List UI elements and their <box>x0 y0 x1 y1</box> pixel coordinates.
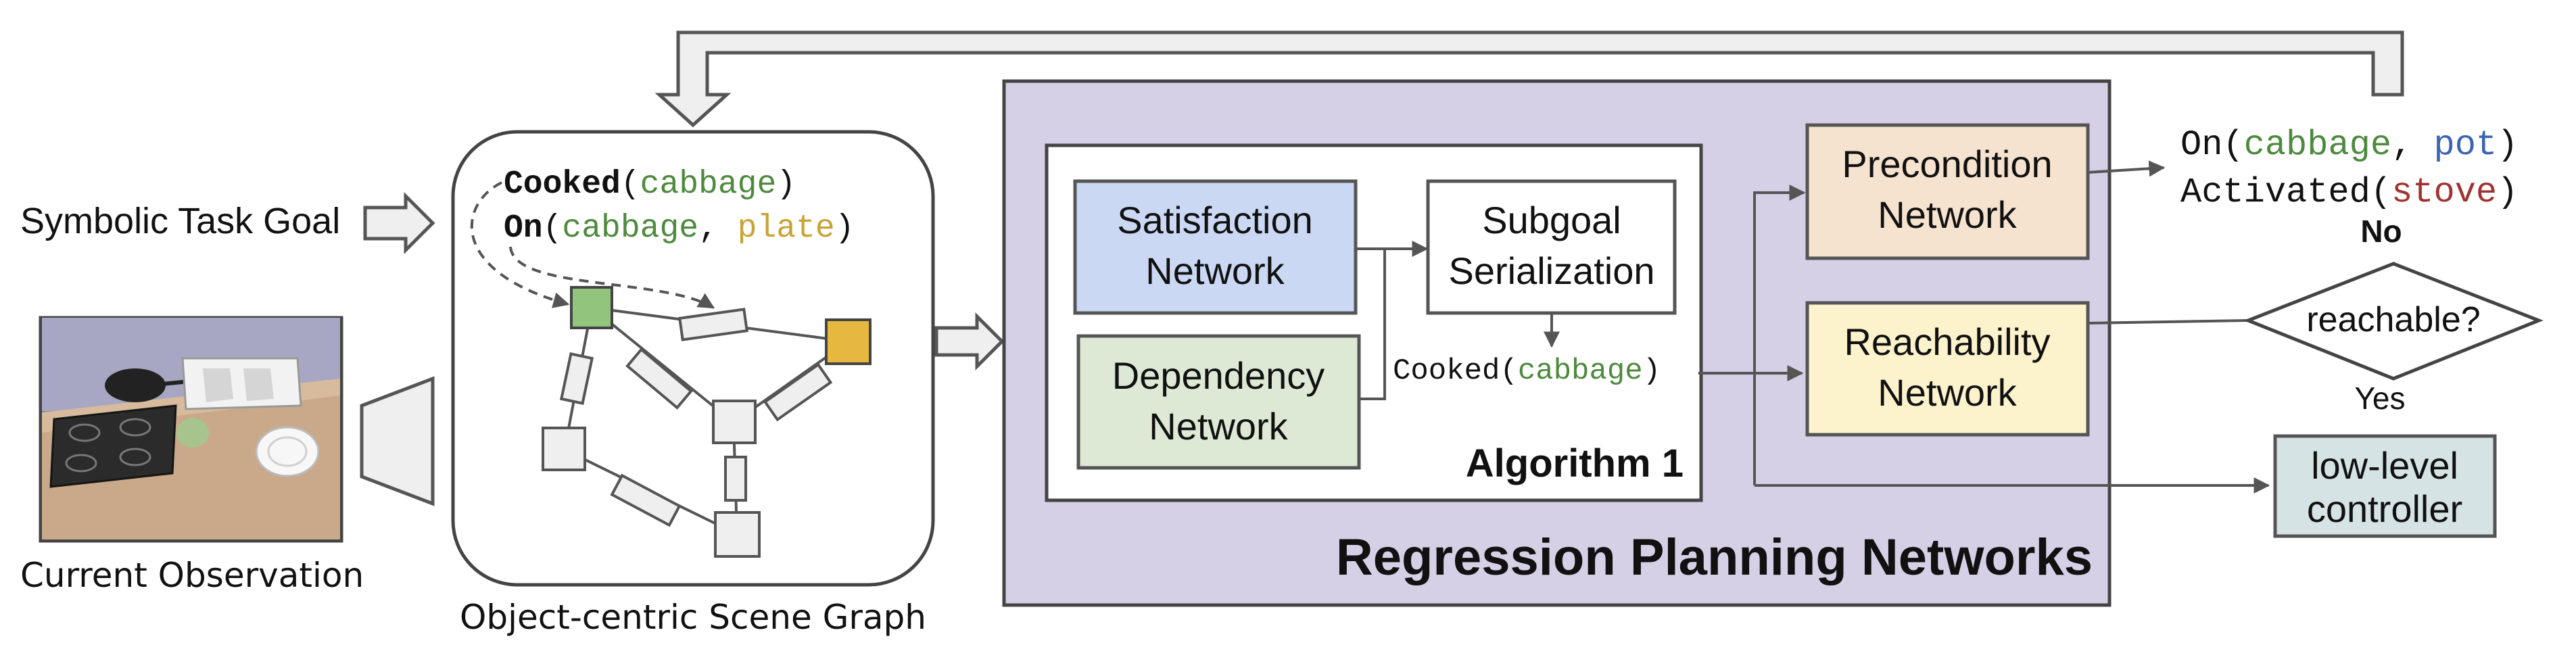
precondition-output-1: On(cabbage, pot) <box>2180 125 2518 165</box>
precondition-line2: Network <box>1878 193 2017 236</box>
dependency-line2: Network <box>1149 405 1288 448</box>
precondition-output-arrow <box>2087 160 2166 177</box>
reachability-network <box>1805 301 2090 437</box>
task-goal-arrow <box>363 191 435 255</box>
dependency-to-serialization-line <box>1359 249 1386 400</box>
encoder-trapezoid <box>360 376 435 506</box>
low-level-controller <box>2273 434 2497 538</box>
plate-node <box>825 318 872 365</box>
feedback-loop-arrow <box>654 30 2404 128</box>
scene-graph-object-nodes <box>542 286 872 558</box>
algorithm-label: Algorithm 1 <box>1466 441 1684 485</box>
task-goal-label: Symbolic Task Goal <box>20 201 340 241</box>
goal-on-arg1: cabbage <box>562 210 698 247</box>
goal-on-arg2: plate <box>738 210 835 247</box>
precondition-output-2: Activated(stove) <box>2180 172 2518 212</box>
precondition-network <box>1805 123 2090 260</box>
subgoal-serialization <box>1426 179 1677 315</box>
observation-image <box>39 316 343 543</box>
goal-on-expression: On(cabbage, plate) <box>504 210 855 247</box>
observation-label: Current Observation <box>20 556 364 595</box>
grounding-arrow-2 <box>509 246 715 309</box>
cabbage-node <box>570 286 613 329</box>
goal-on-predicate: On <box>504 210 543 247</box>
reachability-line2: Network <box>1878 371 2017 414</box>
subgoal-expression: Cooked(cabbage) <box>1393 354 1661 388</box>
decision-label: reachable? <box>2306 300 2480 339</box>
serialization-line2: Serialization <box>1448 249 1654 292</box>
controller-line1: low-level <box>2311 444 2458 487</box>
subgoal-arg: cabbage <box>1518 354 1643 388</box>
dependency-network <box>1076 334 1361 470</box>
decision-yes-label: Yes <box>2354 381 2405 416</box>
satisfaction-network <box>1073 179 1358 315</box>
decision-no-label: No <box>2360 214 2402 249</box>
precondition-line1: Precondition <box>1842 143 2052 185</box>
scene-graph-relation-nodes <box>559 308 833 527</box>
serialization-line1: Subgoal <box>1482 199 1621 241</box>
goal-cooked-predicate: Cooked <box>504 166 621 203</box>
rpn-title: Regression Planning Networks <box>1336 529 2093 586</box>
reachability-line1: Reachability <box>1844 320 2050 363</box>
grounding-arrow-1 <box>470 181 570 308</box>
scene-graph-panel <box>451 130 935 587</box>
controller-line2: controller <box>2307 487 2462 530</box>
dependency-line1: Dependency <box>1112 354 1325 397</box>
goal-cooked-expression: Cooked(cabbage) <box>504 166 796 203</box>
scene-graph-caption: Object-centric Scene Graph <box>460 598 926 637</box>
goal-cooked-arg: cabbage <box>640 166 777 203</box>
reachability-to-decision-line <box>2087 319 2249 325</box>
subgoal-predicate: Cooked <box>1393 354 1500 388</box>
subgoal-to-precondition-arrow <box>1753 185 1806 485</box>
satisfaction-line1: Satisfaction <box>1117 199 1313 241</box>
reachable-decision <box>2243 262 2544 381</box>
satisfaction-line2: Network <box>1145 249 1285 292</box>
scene-to-rpn-arrow <box>934 312 1005 371</box>
